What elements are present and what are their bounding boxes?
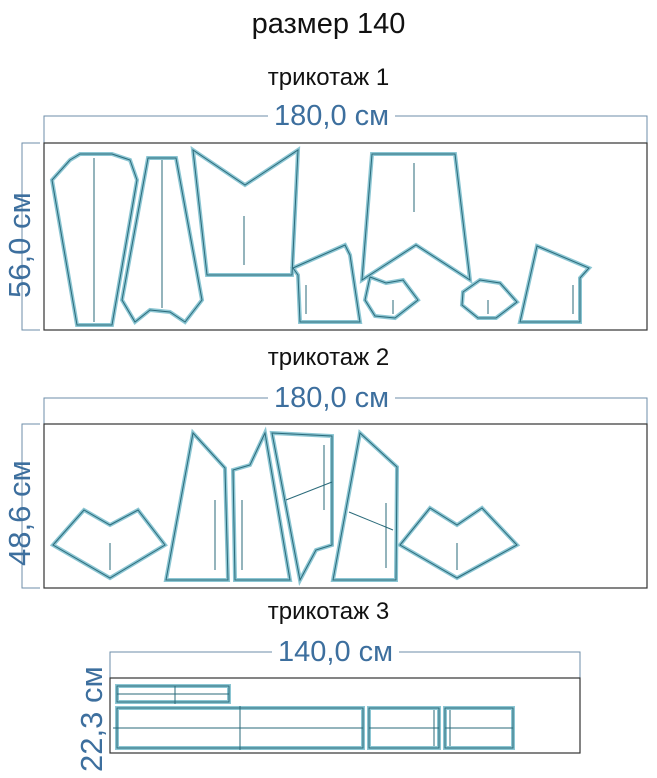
layout-2-label: трикотаж 2 [267,344,390,371]
layout-2-height: 48,6 см [2,460,37,566]
layout-1-width: 180,0 см [268,102,396,131]
layout-3-width: 140,0 см [272,638,400,667]
layout-3-height: 22,3 см [74,666,109,772]
layout-3-pieces [113,684,515,750]
page-title: размер 140 [251,8,406,40]
layout-3-label: трикотаж 3 [267,598,390,625]
layout-2-width: 180,0 см [268,384,396,413]
layout-3-fabric-frame [109,677,581,754]
layout-1-pieces [49,145,593,327]
layout-2-dimension-lines [21,397,648,589]
layout-1-height: 56,0 см [2,192,37,298]
layout-1-fabric-frame [43,142,648,331]
layout-1-label: трикотаж 1 [267,64,390,91]
layout-2-pieces [49,426,521,586]
layout-2-fabric-frame [43,423,648,589]
